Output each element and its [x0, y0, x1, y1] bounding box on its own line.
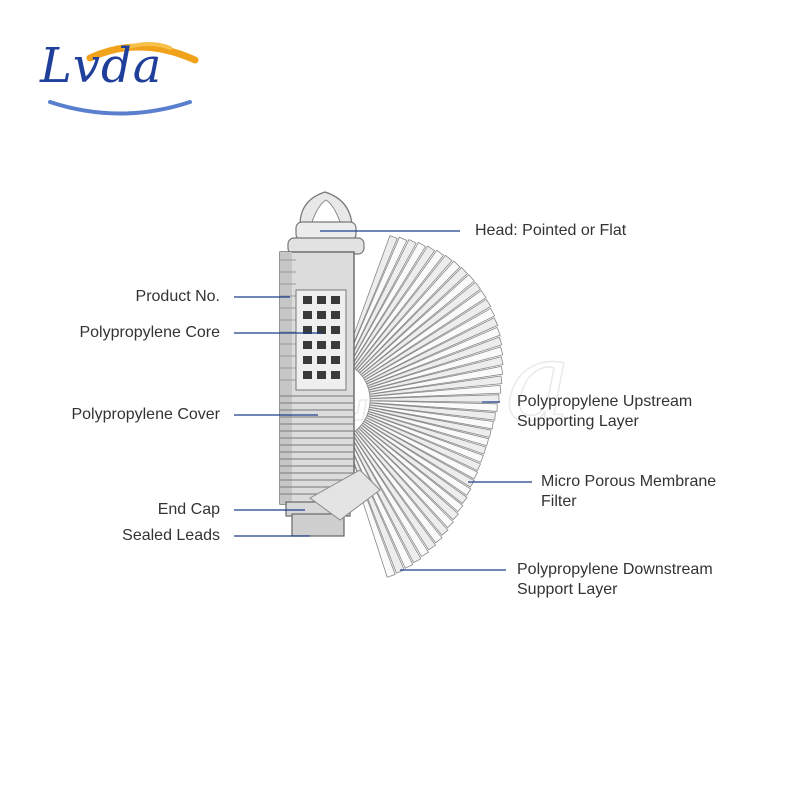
label-upstream-line2: Supporting Layer [517, 413, 639, 430]
pleated-membrane-fan [341, 235, 504, 578]
leader-lines [234, 230, 532, 571]
label-membrane-line2: Filter [541, 493, 577, 510]
logo-swoosh-icon [48, 42, 199, 116]
label-end-cap: End Cap [157, 501, 220, 518]
label-sealed-leads: Sealed Leads [122, 527, 220, 544]
label-membrane-line1: Micro Porous Membrane [541, 473, 717, 490]
cartridge-body [279, 191, 381, 537]
label-head: Head: Pointed or Flat [475, 222, 627, 239]
core-slots [303, 296, 340, 379]
label-cover: Polypropylene Cover [71, 406, 220, 423]
label-product-no: Product No. [135, 288, 220, 305]
label-upstream-line1: Polypropylene Upstream [517, 393, 693, 410]
label-core: Polypropylene Core [79, 324, 220, 341]
logo-text: Lvda [40, 38, 163, 94]
label-downstream-line2: Support Layer [517, 581, 618, 598]
cover-ribs [280, 259, 354, 495]
label-downstream-line1: Polypropylene Downstream [517, 561, 713, 578]
